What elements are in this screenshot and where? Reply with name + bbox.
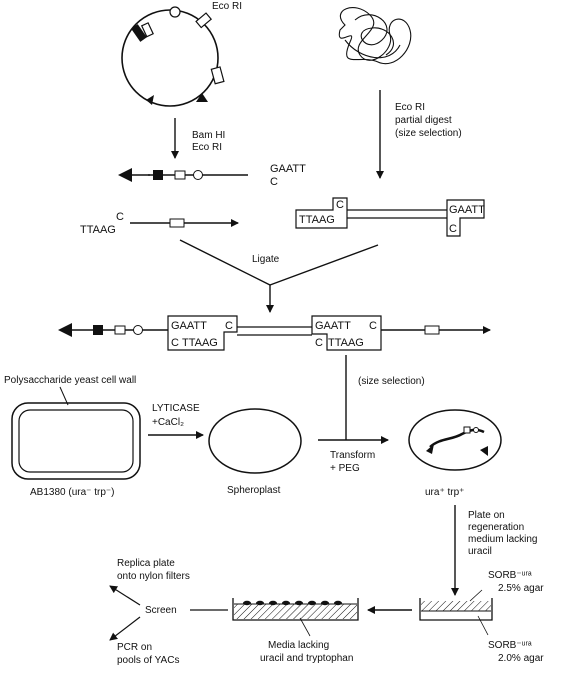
- replica-label-2: onto nylon filters: [117, 571, 190, 582]
- ars-circle: [193, 170, 203, 180]
- selection-plate: Media lacking uracil and tryptophan: [232, 598, 359, 664]
- ligated-a-left: C: [171, 337, 179, 349]
- arm-top-overhang: C: [270, 176, 278, 188]
- ars-circle-2: [133, 325, 143, 335]
- marker-box-2: [114, 325, 126, 335]
- right-arm-seq-bottom: TTAAG: [80, 224, 116, 236]
- screen-arrow-up: [109, 585, 141, 606]
- media-label-1: Media lacking: [268, 640, 329, 651]
- marker-box-3: [424, 325, 440, 335]
- bottom-agar-label: SORB⁻ᵘʳᵃ: [488, 640, 532, 651]
- yeast-cell: Polysaccharide yeast cell wall AB1380 (u…: [4, 375, 141, 498]
- telomere-arrow-icon: [118, 168, 132, 182]
- telomere-arrow-right: [196, 93, 208, 102]
- transform-label: Transform: [330, 450, 375, 461]
- centromere-element: [131, 24, 147, 42]
- ligated-yac: GAATT C C TTAAG GAATT C C TTAAG: [58, 315, 491, 351]
- ecori-label: Eco RI: [212, 1, 242, 12]
- marker-box-right: [169, 218, 185, 228]
- trp1-marker: [210, 66, 225, 85]
- cacl2-label: +CaCl₂: [152, 417, 184, 428]
- vector-left-arm: GAATT C: [118, 163, 306, 188]
- centromere-block: [153, 170, 163, 180]
- ligate-label: Ligate: [252, 254, 280, 265]
- telomere-arrow-icon-2: [58, 323, 72, 337]
- size-selection-label: (size selection): [395, 128, 462, 139]
- ecori-site-marker: [195, 12, 213, 29]
- ligated-b-bottom: TTAAG: [328, 337, 364, 349]
- ligated-b-right: C: [369, 320, 377, 332]
- plating-line-2: regeneration: [468, 522, 524, 533]
- lyticase-label: LYTICASE: [152, 403, 200, 414]
- arm-top-seq: GAATT: [270, 163, 306, 175]
- bamhi-label: Bam HI: [192, 130, 225, 141]
- marker-box: [174, 170, 186, 180]
- fragment-right-bottom: C: [449, 223, 457, 235]
- screen-arrow-down: [109, 616, 141, 641]
- ura3-marker: [140, 22, 154, 38]
- peg-label: + PEG: [330, 463, 360, 474]
- fragment-left-top: C: [336, 199, 344, 211]
- plating-line-3: medium lacking: [468, 534, 537, 545]
- spheroplast-shape: [208, 408, 302, 474]
- ligated-b-top: GAATT: [315, 320, 351, 332]
- ecori-label-2: Eco RI: [192, 142, 222, 153]
- genomic-fragment: C TTAAG GAATT C: [295, 197, 485, 237]
- spheroplast-label: Spheroplast: [227, 485, 281, 496]
- ligate-line-right: [269, 244, 379, 286]
- ligated-a-right: C: [225, 320, 233, 332]
- pcr-label-2: pools of YACs: [117, 655, 179, 666]
- media-label-2: uracil and tryptophan: [260, 653, 353, 664]
- pcr-label-1: PCR on: [117, 642, 152, 653]
- genomic-dna-tangle: [338, 7, 412, 65]
- bottom-agar-percent: 2.0% agar: [498, 653, 544, 664]
- cell-wall-label: Polysaccharide yeast cell wall: [4, 375, 136, 386]
- vector-right-arm: C TTAAG: [80, 211, 239, 236]
- fragment-left-bottom: TTAAG: [299, 214, 335, 226]
- telomere-arrow-left: [146, 95, 154, 105]
- ecori-partial-label: Eco RI: [395, 102, 425, 113]
- ligated-a-bottom: TTAAG: [182, 337, 218, 349]
- right-arm-seq-top: C: [116, 211, 124, 223]
- screen-label: Screen: [145, 605, 177, 616]
- ars-element: [169, 6, 181, 18]
- plating-line-1: Plate on: [468, 510, 505, 521]
- centromere-block-2: [93, 325, 103, 335]
- ligate-line-left: [179, 239, 271, 286]
- replica-label-1: Replica plate: [117, 558, 175, 569]
- partial-digest-label: partial digest: [395, 115, 452, 126]
- fragment-right-top: GAATT: [449, 204, 485, 216]
- ligated-a-top: GAATT: [171, 320, 207, 332]
- top-agar-percent: 2.5% agar: [498, 583, 544, 594]
- transformant-label: ura⁺ trp⁺: [425, 487, 464, 498]
- ligated-b-left: C: [315, 337, 323, 349]
- regeneration-plate: SORB⁻ᵘʳᵃ 2.5% agar SORB⁻ᵘʳᵃ 2.0% agar: [419, 570, 544, 664]
- transformant-cell: ura⁺ trp⁺: [408, 409, 502, 498]
- strain-label: AB1380 (ura⁻ trp⁻): [30, 487, 114, 498]
- size-selection-label-2: (size selection): [358, 376, 425, 387]
- yac-vector-plasmid: Eco RI: [121, 1, 242, 107]
- plating-line-4: uracil: [468, 546, 492, 557]
- top-agar-label: SORB⁻ᵘʳᵃ: [488, 570, 532, 581]
